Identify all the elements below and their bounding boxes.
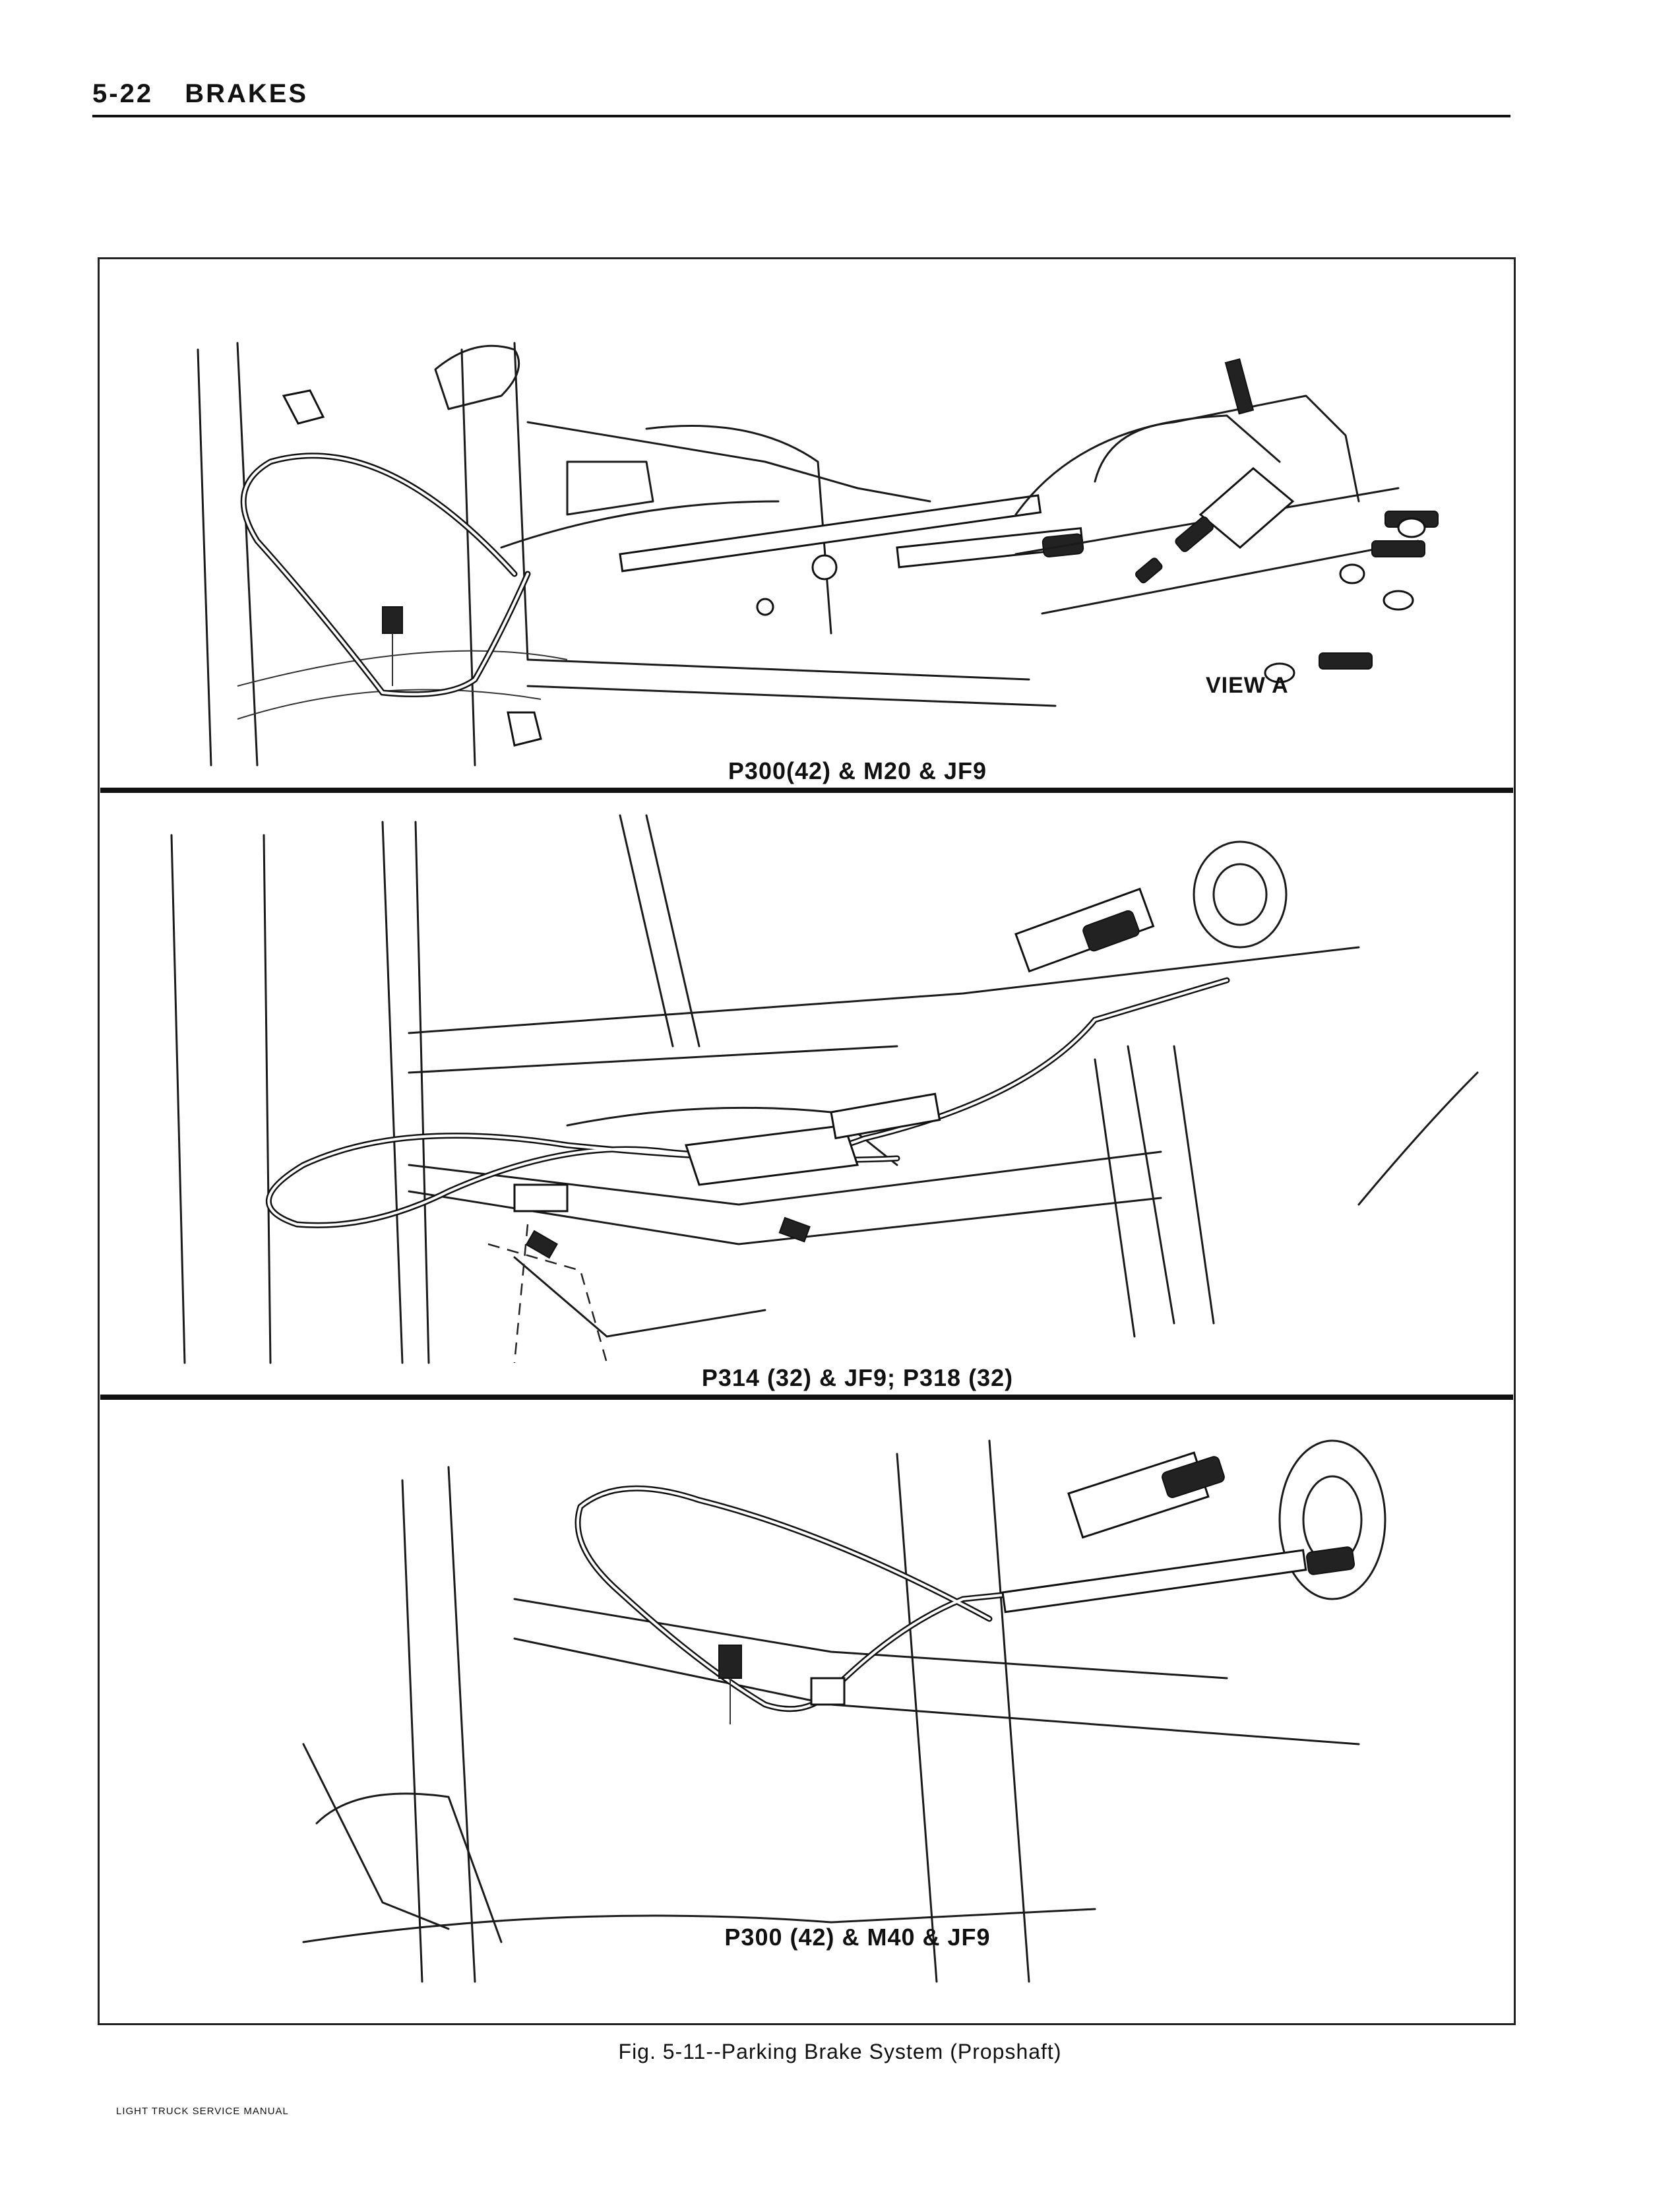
figure-frame	[98, 257, 1516, 2025]
page-header: 5-22 BRAKES	[92, 79, 308, 109]
figure-caption: Fig. 5-11--Parking Brake System (Propsha…	[618, 2040, 1062, 2063]
brake-cable-drawing-p314-p318	[170, 814, 1479, 1364]
brake-cable-drawing-p300-m40	[302, 1439, 1386, 1983]
panel-divider-2	[100, 1395, 1513, 1400]
panel-2-illustration	[106, 796, 1509, 1376]
view-a-label: VIEW A	[1206, 673, 1289, 698]
section-title: BRAKES	[185, 79, 309, 108]
brake-cable-drawing-p300-m20	[197, 342, 1439, 767]
panel-3-caption: P300 (42) & M40 & JF9	[724, 1924, 991, 1951]
panel-3-illustration	[106, 1401, 1509, 2015]
panel-divider-1	[100, 788, 1513, 793]
header-rule	[92, 115, 1510, 117]
section-number: 5-22	[92, 79, 154, 108]
panel-1-caption: P300(42) & M20 & JF9	[728, 757, 987, 784]
panel-2-caption: P314 (32) & JF9; P318 (32)	[701, 1364, 1014, 1391]
footer-manual-title: LIGHT TRUCK SERVICE MANUAL	[116, 2106, 289, 2117]
view-a-fasteners	[1264, 511, 1439, 683]
panel-1-illustration	[106, 264, 1509, 785]
